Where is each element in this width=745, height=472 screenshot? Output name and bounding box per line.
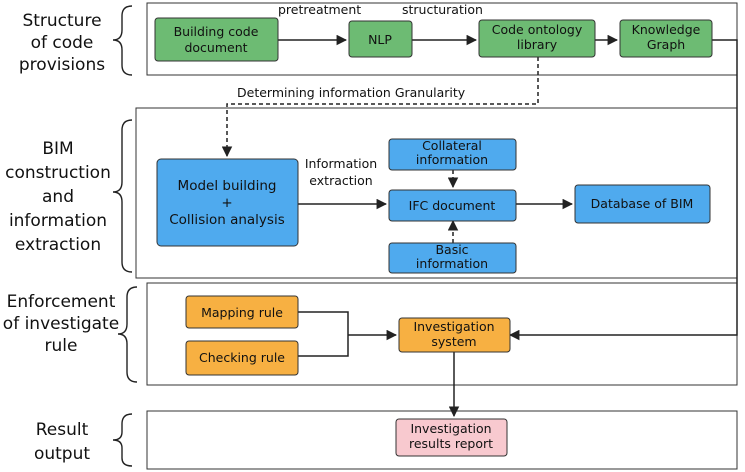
result-section-frame bbox=[146, 410, 738, 470]
section-label-enforcement-line: of investigate bbox=[3, 314, 119, 334]
section-label-bim: BIM construction and information extraction bbox=[5, 139, 111, 255]
section-label-enforcement-line: rule bbox=[45, 336, 78, 356]
node-report-label-line: Investigation bbox=[410, 421, 491, 436]
section-label-bim-line: BIM bbox=[42, 139, 73, 159]
node-checking-rule-label: Checking rule bbox=[199, 350, 285, 365]
node-knowledge-graph-box bbox=[619, 19, 713, 58]
structure-section-frame bbox=[146, 2, 738, 76]
node-database-box bbox=[574, 184, 711, 224]
node-mapping-rule-label: Mapping rule bbox=[201, 305, 283, 320]
section-label-structure-line: of code bbox=[31, 33, 94, 53]
enforcement-brace bbox=[117, 286, 138, 383]
node-ontology-label-line: library bbox=[517, 37, 558, 52]
node-database-label-line: Database of BIM bbox=[591, 196, 694, 211]
node-ifc-box bbox=[388, 189, 517, 222]
node-database-label: Database of BIM bbox=[591, 196, 694, 211]
node-basic-box bbox=[388, 242, 517, 274]
node-collateral-label-line: information bbox=[416, 152, 488, 167]
section-label-structure-line: Structure bbox=[22, 11, 101, 31]
node-investigation-label-line: system bbox=[431, 334, 476, 349]
bim-brace bbox=[112, 119, 133, 273]
node-collateral-label-line: Collateral bbox=[422, 138, 482, 153]
result-brace bbox=[112, 413, 133, 467]
node-basic-label-line: information bbox=[416, 256, 488, 271]
node-mapping-rule-label-line: Mapping rule bbox=[201, 305, 283, 320]
section-label-bim-line: construction bbox=[5, 163, 111, 183]
section-label-enforcement-line: Enforcement bbox=[7, 292, 116, 312]
section-label-result: Result output bbox=[34, 420, 90, 464]
node-collateral-box bbox=[388, 138, 517, 171]
node-report-box bbox=[395, 418, 508, 457]
edge-label-extraction: Information extraction bbox=[305, 156, 377, 188]
structure-brace bbox=[112, 5, 133, 76]
arrow-graph-to-investigation bbox=[508, 39, 738, 341]
node-model-building-box bbox=[156, 158, 299, 247]
node-model-building-label: Model building+Collision analysis bbox=[169, 178, 285, 228]
node-investigation-box bbox=[398, 317, 511, 353]
node-model-building-label-line: + bbox=[221, 195, 232, 211]
node-model-building-label-line: Model building bbox=[178, 178, 277, 194]
node-ifc-label: IFC document bbox=[409, 198, 496, 213]
node-building-code-box bbox=[154, 17, 279, 62]
node-report-label-line: results report bbox=[409, 436, 493, 451]
node-basic-label-line: Basic bbox=[435, 242, 468, 257]
node-ontology-box bbox=[478, 19, 596, 58]
node-checking-rule-box bbox=[185, 340, 299, 376]
line-checking-rule bbox=[298, 335, 349, 357]
edge-label-pretreatment: pretreatment bbox=[278, 2, 361, 17]
node-model-building-label-line: Collision analysis bbox=[169, 212, 285, 228]
node-building-code-label-line: Building code bbox=[174, 24, 259, 39]
node-ifc-label-line: IFC document bbox=[409, 198, 496, 213]
edge-label-structuration: structuration bbox=[402, 2, 483, 17]
section-label-bim-line: extraction bbox=[15, 235, 101, 255]
arrow-ontology-to-model-dashed bbox=[221, 57, 539, 158]
section-label-structure-line: provisions bbox=[19, 55, 105, 75]
section-label-bim-line: information bbox=[9, 211, 107, 231]
node-ontology-label-line: Code ontology bbox=[492, 22, 583, 37]
node-knowledge-graph-label-line: Graph bbox=[647, 37, 685, 52]
node-mapping-rule-box bbox=[185, 295, 299, 329]
node-checking-rule-label-line: Checking rule bbox=[199, 350, 285, 365]
node-knowledge-graph-label-line: Knowledge bbox=[632, 22, 701, 37]
edge-label-extraction-line: Information bbox=[305, 156, 377, 171]
node-nlp-box bbox=[348, 20, 413, 58]
section-label-result-line: output bbox=[34, 444, 90, 464]
node-building-code-label-line: document bbox=[184, 40, 247, 55]
node-nlp-label: NLP bbox=[368, 32, 392, 47]
edge-label-granularity: Determining information Granularity bbox=[237, 85, 466, 100]
line-mapping-rule bbox=[298, 311, 349, 335]
node-investigation-label-line: Investigation bbox=[413, 319, 494, 334]
edge-label-extraction-line: extraction bbox=[309, 173, 372, 188]
section-label-result-line: Result bbox=[36, 420, 89, 440]
node-nlp-label-line: NLP bbox=[368, 32, 392, 47]
section-label-bim-line: and bbox=[42, 187, 74, 207]
